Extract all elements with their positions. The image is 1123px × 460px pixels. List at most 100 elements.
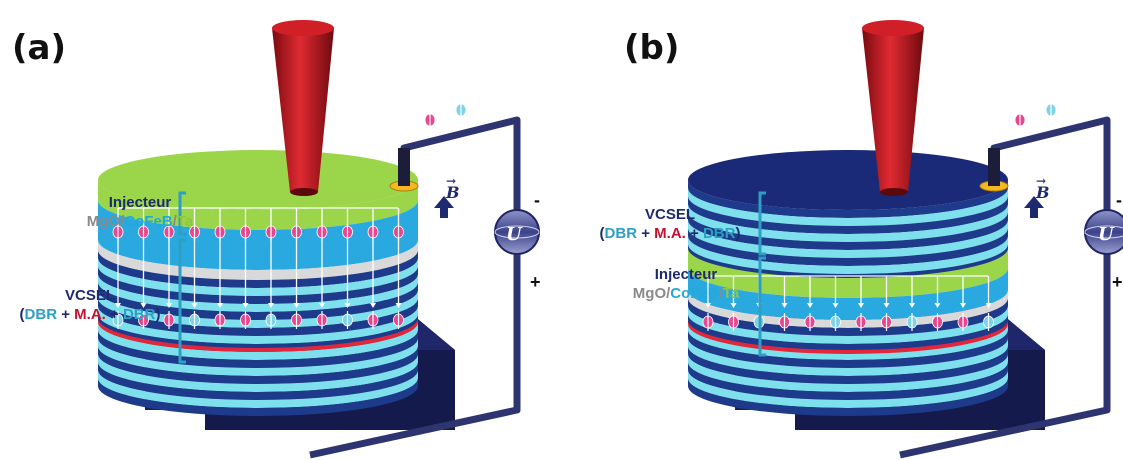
panel-a-dbr-stripe <box>98 266 418 304</box>
panel-a-contact-post <box>398 148 410 186</box>
panel-a-plus2: + <box>105 306 123 323</box>
panel-a-label: (a) <box>12 28 67 68</box>
panel-a-cofeb-layer <box>98 200 418 270</box>
panel-b-spin-current-arrow-head <box>807 303 813 308</box>
panel-a-ma: M.A. <box>74 306 106 323</box>
panel-a-device <box>98 20 540 459</box>
panel-a-dbr-stripe <box>98 314 418 352</box>
panel-a-dbr-stripe <box>98 258 418 296</box>
panel-a-dbr-stripe <box>98 370 418 408</box>
panel-a-field-letter: B <box>446 183 460 202</box>
panel-b-dbr-stripe <box>688 338 1008 376</box>
panel-b-label: (b) <box>624 28 680 68</box>
panel-a-paren-open: ( <box>19 306 25 323</box>
panel-b-spin-current-arrow-head <box>960 303 966 308</box>
panel-a-injecteur-label: Injecteur MgO/CoFeB/Ta <box>60 193 220 231</box>
panel-a-dbr-stripe <box>98 306 418 344</box>
panel-a-dbr-stripe <box>98 354 418 392</box>
panel-a-voltage-label: U <box>506 224 522 245</box>
panel-a-laser-cone <box>272 28 334 192</box>
panel-b-plus2: + <box>685 225 703 242</box>
panel-a-spin-current-arrow-head <box>242 303 249 308</box>
panel-a-sep2: / <box>172 213 177 230</box>
panel-b-vcsel-stack: (DBR + M.A. + DBR) <box>580 224 760 243</box>
panel-b-dbr-stripe <box>688 244 1008 282</box>
panel-b-paren-open: ( <box>599 225 605 242</box>
panel-b-dbr-stripe <box>688 298 1008 336</box>
panel-b-injecteur-bracket <box>758 256 766 357</box>
panel-b-sep2: / <box>718 285 723 302</box>
panel-a-spin-current-arrow-head <box>370 303 376 308</box>
panel-b-sep1: / <box>666 285 671 302</box>
panel-b-spin-current-arrow-head <box>858 303 864 308</box>
panel-b-dbr-stripe <box>688 228 1008 266</box>
panel-b-top-face <box>688 150 1008 210</box>
panel-b-spin-current-arrow-head <box>909 303 915 308</box>
panel-a-mgo: MgO <box>86 213 121 230</box>
panel-b-mgo-layer <box>688 290 1008 328</box>
panel-a-field-arrow <box>434 196 454 218</box>
panel-b-spin-current-arrow-head <box>985 303 992 308</box>
panel-b-vcsel-title: VCSEL <box>644 206 695 223</box>
panel-b-ta: Ta <box>722 285 740 302</box>
panel-b-cofeb: CoFeB <box>670 285 719 302</box>
panel-b-plus1: + <box>637 225 655 242</box>
panel-a-cofeb: CoFeB <box>124 213 173 230</box>
panel-a-vcsel-bracket <box>178 238 186 364</box>
panel-b-spin-current-arrow-head <box>832 303 839 308</box>
panel-a-field-label: →B <box>446 174 460 202</box>
panel-a-dbr-stripe <box>98 362 418 400</box>
panel-a-plus-sign: + <box>530 272 541 292</box>
panel-b-voltage-label: U <box>1098 224 1114 245</box>
panel-b-dbr-stripe <box>688 236 1008 274</box>
panel-a-vcsel-title: VCSEL <box>64 287 115 304</box>
panel-b-spin-current-arrow-head <box>730 303 737 308</box>
panel-b-voltage-source-ring <box>1084 225 1123 239</box>
panel-b-dbr-stripe <box>688 314 1008 352</box>
panel-b-laser-cone-tip <box>880 188 908 196</box>
panel-b-paren-close: ) <box>735 225 741 242</box>
panel-b-spin-current-arrow-head <box>705 303 711 308</box>
panel-b-dbr2: DBR <box>702 225 736 242</box>
panel-b-dbr-stripe <box>688 196 1008 234</box>
panel-b-vcsel-bracket-top <box>758 191 766 256</box>
panel-b-dbr-stripe <box>688 362 1008 400</box>
panel-a-ta-layer <box>98 180 418 230</box>
panel-a-dbr1: DBR <box>24 306 58 323</box>
panel-b-spin-current-arrow-head <box>883 303 890 308</box>
panel-b-dbr-stripe <box>688 346 1008 384</box>
panel-b-dbr-stripe <box>688 180 1008 218</box>
panel-b-field-label: →B <box>1036 174 1050 202</box>
panel-b-injecteur-label: Injecteur MgO/CoFeB/Ta <box>606 265 766 303</box>
panel-b-ta-layer <box>688 248 1008 298</box>
panel-a-dbr-stripe <box>98 338 418 376</box>
panel-b-mgo: MgO <box>632 285 667 302</box>
panel-b-injecteur-title: Injecteur <box>654 266 718 283</box>
panel-a-spin-current-arrow-head <box>319 303 325 308</box>
panel-a-spin-current-arrow-head <box>344 303 351 308</box>
panel-a-top-face <box>98 150 418 210</box>
panel-b-dbr-stripe <box>688 220 1008 258</box>
panel-a-injecteur-title: Injecteur <box>108 194 172 211</box>
panel-b-dbr-stripe <box>688 378 1008 416</box>
panel-a-dbr-stripe <box>98 346 418 384</box>
panel-a-dbr-stripe <box>98 290 418 328</box>
panel-a-mgo-layer <box>98 240 418 280</box>
panel-a-spin-current-arrow-head <box>293 303 300 308</box>
panel-a-voltage-source-ring <box>494 225 540 239</box>
panel-b-dbr-stripe <box>688 370 1008 408</box>
panel-a-spin-current-arrow-head <box>140 303 147 308</box>
panel-b-dbr-stripe <box>688 204 1008 242</box>
panel-b-field-arrow-glyph: → <box>1036 174 1047 188</box>
panel-b-spin-current-arrow-head <box>781 303 788 308</box>
panel-a-injecteur-stack: MgO/CoFeB/Ta <box>60 212 220 231</box>
panel-b-dbr-stripe <box>688 306 1008 344</box>
panel-a-dbr-stripe <box>98 250 418 288</box>
panel-b-dbr-stripe <box>688 212 1008 250</box>
panel-a-dbr-stripe <box>98 378 418 416</box>
panel-a-sep1: / <box>120 213 125 230</box>
panel-b-field-arrow <box>1024 196 1044 218</box>
panel-a-minus-sign: - <box>534 190 540 210</box>
panel-b-injecteur-stack: MgO/CoFeB/Ta <box>606 284 766 303</box>
